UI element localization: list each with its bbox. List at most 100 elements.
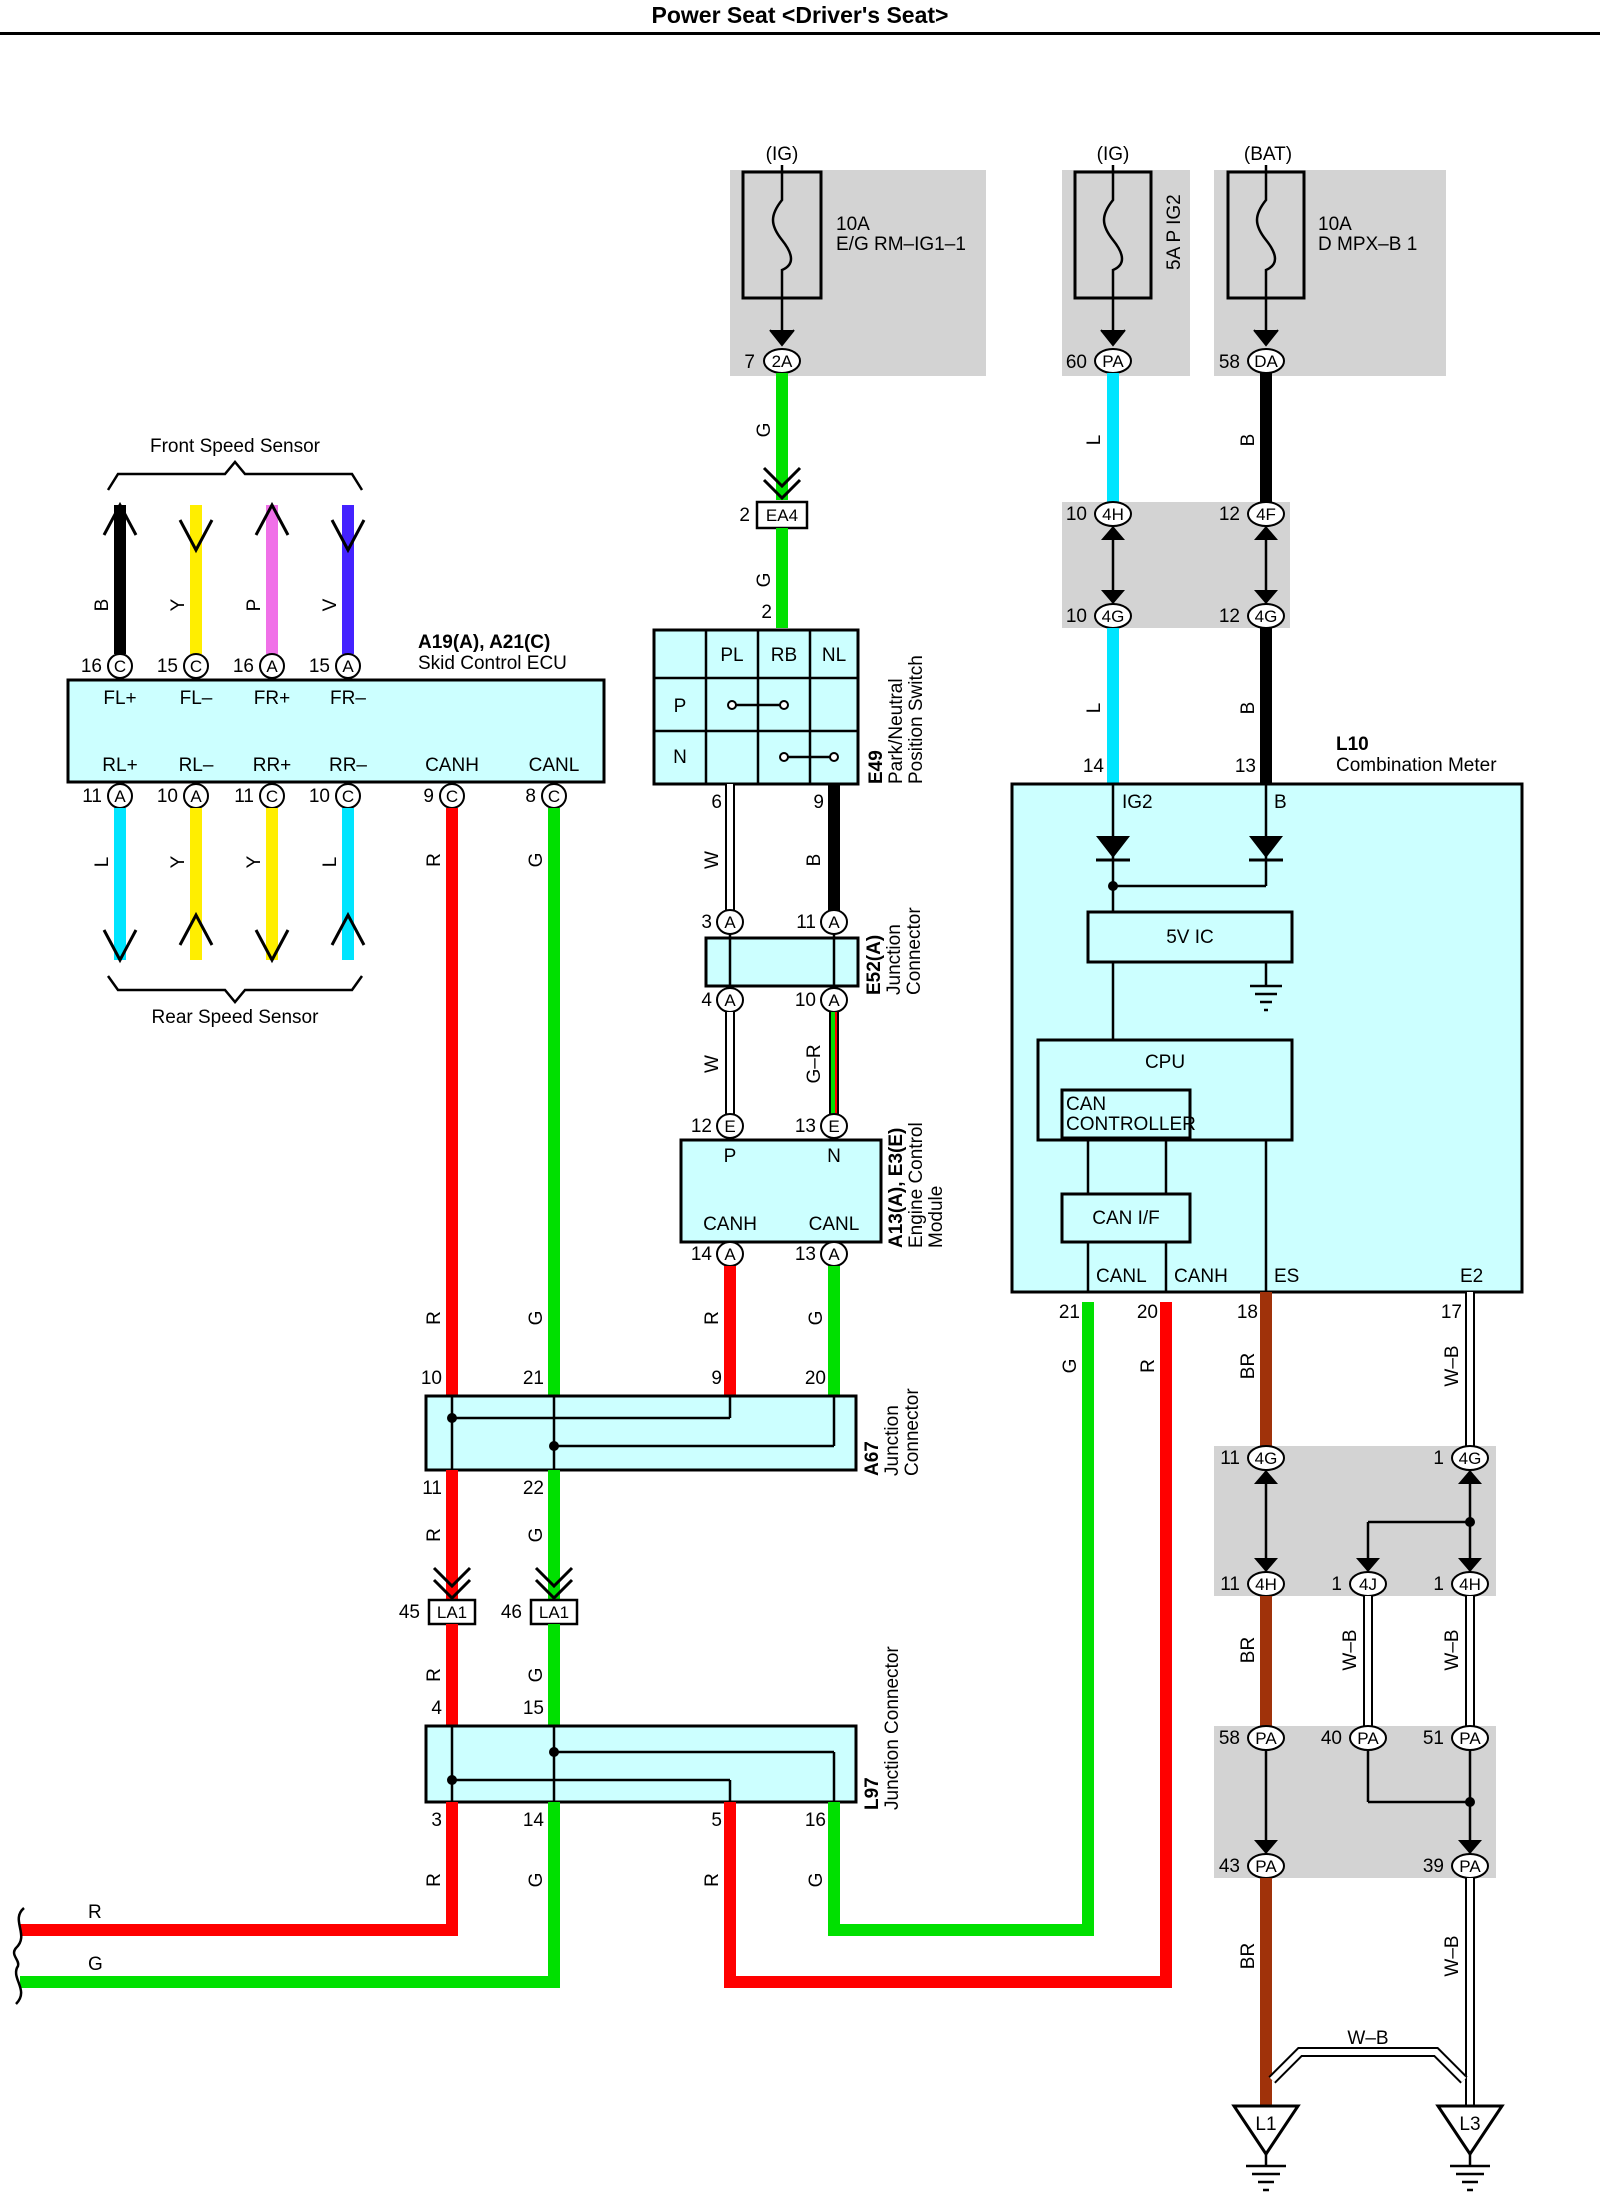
a67-ref: A67	[862, 1441, 883, 1476]
ecm-n: N	[827, 1146, 841, 1167]
pin-num: 20	[1137, 1302, 1158, 1323]
joint-conn: 4F	[1256, 505, 1276, 524]
joint-num: 39	[1423, 1856, 1444, 1877]
wire-label: W–B	[1442, 1935, 1463, 1976]
switch-name2: Position Switch	[906, 655, 927, 784]
wire-label: G–R	[804, 1044, 825, 1083]
skid-ecu-ref: A19(A), A21(C)	[418, 632, 550, 653]
wire-label: B	[804, 854, 825, 867]
wire-label: W	[702, 1055, 723, 1073]
meter-e2: E2	[1460, 1266, 1483, 1287]
diode-icon	[1249, 836, 1283, 858]
wire-label: G	[806, 1873, 827, 1888]
fuse2-supply: (IG)	[1097, 144, 1130, 165]
ecm-conn: E	[724, 1117, 735, 1136]
joint-conn: 4J	[1359, 1575, 1377, 1594]
pin-num: 3	[701, 912, 712, 933]
pin-num: 11	[82, 786, 102, 807]
joint-num: 51	[1423, 1728, 1444, 1749]
pin-num: 14	[523, 1810, 545, 1831]
switch-row-n: N	[673, 747, 687, 768]
pin-num: 9	[423, 786, 434, 807]
joint-conn: 4G	[1459, 1449, 1482, 1468]
l97-name: Junction Connector	[882, 1646, 903, 1810]
front-speed-sensor-label: Front Speed Sensor	[150, 436, 321, 457]
pin-num: 10	[795, 990, 816, 1011]
wire-label: R	[1138, 1359, 1159, 1373]
ground-l1-icon	[1231, 2104, 1301, 2192]
meter-b: B	[1274, 792, 1287, 813]
ecu-terminal: FL–	[180, 688, 213, 709]
ecu-terminal: RL–	[179, 755, 214, 776]
joint-conn: PA	[1459, 1857, 1481, 1876]
pin-num: 2	[761, 602, 772, 623]
wire-label: R	[88, 1902, 102, 1923]
joint-num: 11	[1220, 1448, 1240, 1469]
wire-label: L	[1084, 435, 1105, 446]
fuse-box-shade-3	[1214, 170, 1446, 376]
pin-num: 3	[431, 1810, 442, 1831]
pin-num: 9	[711, 1368, 722, 1389]
ecu-terminal: RR+	[253, 755, 292, 776]
pin-num: 20	[805, 1368, 826, 1389]
wire-label: G	[526, 853, 547, 868]
wire-label: G	[526, 1873, 547, 1888]
pin-conn: A	[114, 787, 126, 806]
front-sensor-brace	[106, 460, 364, 491]
pin-num: 9	[813, 792, 824, 813]
joint-conn: 4H	[1255, 1575, 1277, 1594]
pin-num: 10	[309, 786, 330, 807]
pin-conn: C	[548, 787, 560, 806]
pin-num: 11	[422, 1478, 442, 1499]
meter-can-if	[1060, 1192, 1192, 1244]
ground-icon	[1250, 984, 1282, 1012]
fuse1-name: E/G RM–IG1–1	[836, 234, 966, 255]
pin-num: 22	[523, 1478, 544, 1499]
park-neutral-switch	[652, 628, 860, 786]
a67-name2: Connector	[902, 1388, 923, 1476]
ecu-terminal: RR–	[329, 755, 367, 776]
meter-cpu-label: CPU	[1145, 1052, 1185, 1073]
pin-num: 11	[796, 912, 816, 933]
l97-ref: L97	[862, 1777, 883, 1810]
meter-canh: CANH	[1174, 1266, 1228, 1287]
wire-label: R	[424, 1873, 445, 1887]
pin-num: 4	[431, 1698, 442, 1719]
pin-num: 10	[421, 1368, 442, 1389]
ecm-ref: A13(A), E3(E)	[886, 1128, 907, 1248]
fuse3-name: D MPX–B 1	[1318, 234, 1417, 255]
joint-conn: PA	[1357, 1729, 1379, 1748]
wire-label: R	[424, 1311, 445, 1325]
ecm-conn: A	[724, 1245, 736, 1264]
skid-ecu-bottom-pins: A 11 A 10 C 11 C 10 C 9 C 8	[82, 783, 567, 809]
fuse3-rating: 10A	[1318, 214, 1352, 235]
pin-conn: A	[342, 657, 354, 676]
l97-junction-connector	[424, 1724, 858, 1804]
switch-ref: E49	[866, 750, 887, 784]
fuse1-rating: 10A	[836, 214, 870, 235]
meter-ig2: IG2	[1122, 792, 1153, 813]
ground-l3-label: L3	[1459, 2114, 1480, 2135]
ecm-conn: A	[828, 1245, 840, 1264]
meter-5v-ic-label: 5V IC	[1166, 927, 1214, 948]
wire-label: B	[1238, 434, 1259, 447]
meter-can-controller-label1: CAN	[1066, 1094, 1106, 1115]
joint-conn: 4G	[1255, 607, 1278, 626]
wire-label: G	[526, 1668, 547, 1683]
joint-conn: 4H	[1102, 505, 1124, 524]
skid-ecu-name: Skid Control ECU	[418, 653, 567, 674]
wire-label: BR	[1238, 1353, 1259, 1379]
fuse1-supply: (IG)	[766, 144, 799, 165]
wire-label: G	[754, 573, 775, 588]
joint-conn: PA	[1255, 1729, 1277, 1748]
fuse1-pin-num: 7	[744, 352, 755, 373]
pin-conn: C	[266, 787, 278, 806]
meter-es: ES	[1274, 1266, 1299, 1287]
ea4-label: EA4	[766, 506, 798, 525]
pin-num: 15	[157, 656, 178, 677]
wire-label: B	[1238, 702, 1259, 715]
pin-num: 15	[309, 656, 330, 677]
skid-control-ecu	[66, 678, 606, 784]
pin-conn: C	[190, 657, 202, 676]
fuse2-rating-name: 5A P IG2	[1164, 194, 1185, 270]
